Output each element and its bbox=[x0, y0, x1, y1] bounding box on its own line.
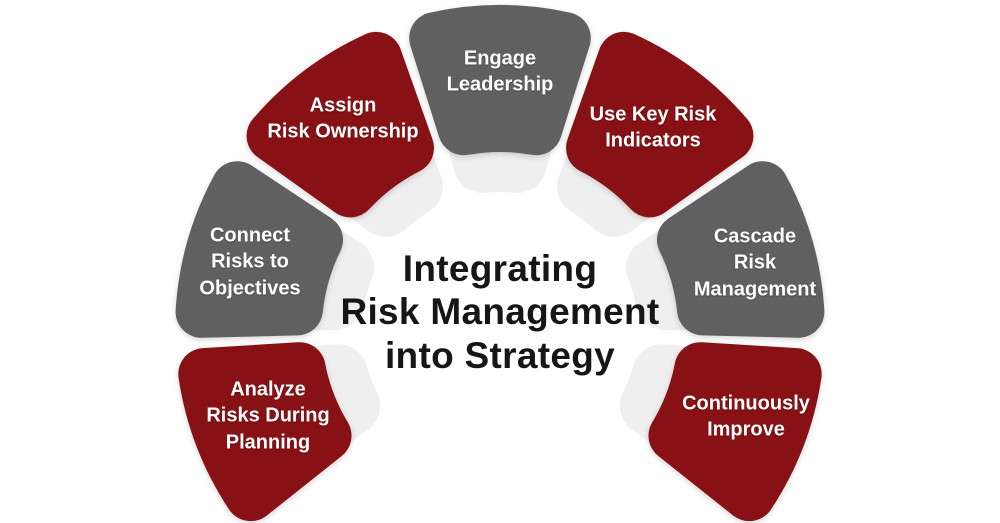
petal-label-connect-risks-to-objectives: Connect Risks to Objectives bbox=[199, 224, 301, 300]
diagram-title: Integrating Risk Management into Strateg… bbox=[340, 248, 660, 376]
petal-label-engage-leadership: Engage Leadership bbox=[446, 47, 554, 96]
petal-cascade-risk-management bbox=[657, 161, 825, 338]
petal-analyze-risks-during-planning bbox=[178, 342, 352, 522]
petal-use-key-risk-indicators bbox=[566, 31, 754, 218]
petal-connect-risks-to-objectives bbox=[175, 161, 343, 338]
petal-assign-risk-ownership bbox=[246, 31, 434, 218]
petal-label-cascade-risk-management: Cascade Risk Management bbox=[693, 225, 817, 301]
petal-engage-leadership bbox=[409, 4, 591, 156]
petal-label-analyze-risks-during-planning: Analyze Risks During Planning bbox=[206, 378, 330, 454]
petal-label-use-key-risk-indicators: Use Key Risk Indicators bbox=[589, 103, 717, 152]
petal-continuously-improve bbox=[648, 342, 822, 522]
petal-label-assign-risk-ownership: Assign Risk Ownership bbox=[267, 94, 419, 143]
petal-label-continuously-improve: Continuously Improve bbox=[682, 392, 810, 441]
